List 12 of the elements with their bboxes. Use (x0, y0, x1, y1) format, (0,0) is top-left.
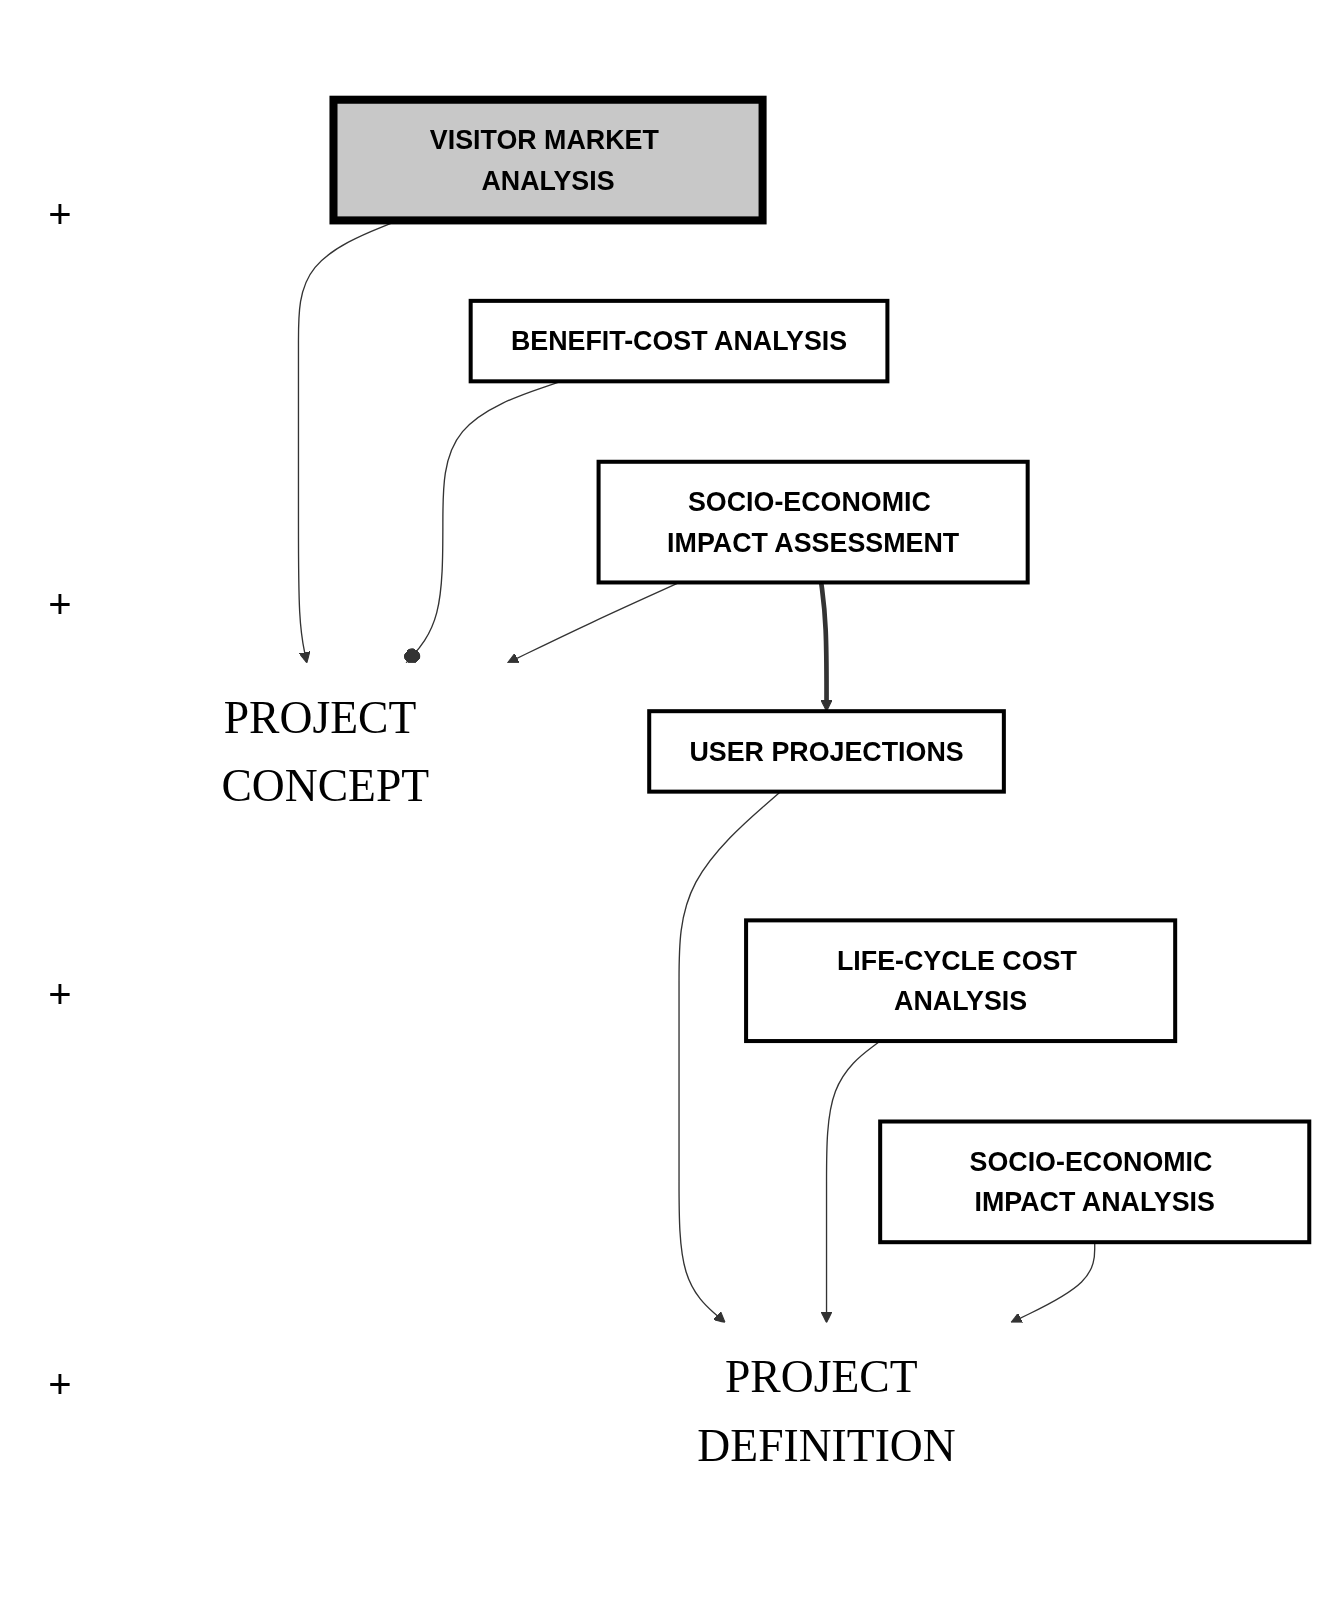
node-box: BENEFIT-COST ANALYSIS (468, 298, 890, 384)
plus-sign: + (48, 192, 72, 238)
plus-sign: + (48, 971, 72, 1017)
node-box: SOCIO-ECONOMIC IMPACT ANALYSIS (878, 1119, 1312, 1244)
node-box: LIFE-CYCLE COST ANALYSIS (744, 918, 1178, 1043)
node-box: USER PROJECTIONS (647, 709, 1006, 794)
node-text: PROJECT DEFINITION (697, 1351, 956, 1470)
node-box: VISITOR MARKET ANALYSIS (329, 95, 767, 225)
node-box: SOCIO-ECONOMIC IMPACT ASSESSMENT (596, 459, 1030, 585)
node-text: PROJECT CONCEPT (221, 692, 430, 811)
plus-sign: + (48, 582, 72, 628)
plus-sign: + (48, 1361, 72, 1407)
